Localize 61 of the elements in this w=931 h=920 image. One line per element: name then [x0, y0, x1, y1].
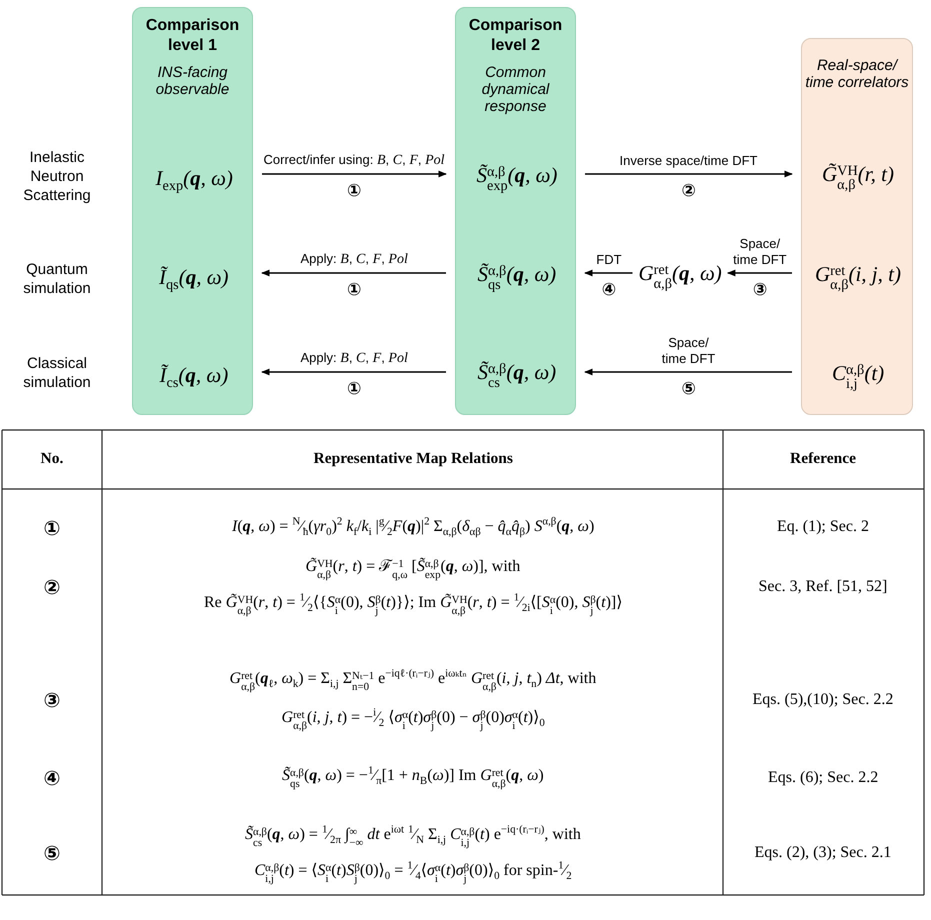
step-number: ①: [44, 517, 60, 539]
reference-text: Eq. (1); Sec. 2: [777, 518, 869, 536]
equation: S̃$^{α,β}$$_{qs}$(q, ω) = −$^{1}$⁄$_{π}$[1 + n$_{B}$(ω)] Im G$^{ret}$$_{α,β}$(q, ω): [282, 766, 544, 790]
edge-label: Inverse space/time DFT: [620, 153, 758, 169]
column-header: Reference: [790, 450, 856, 468]
arrow: [584, 368, 792, 376]
arrow: [261, 270, 446, 276]
step-number: ②: [682, 182, 696, 200]
step-number: ④: [602, 280, 616, 300]
arrow: [262, 170, 447, 178]
math-expression: C$^{α,β}$$_{i,j}$(t): [832, 360, 884, 392]
row-label: Inelastic Neutron Scattering: [22, 148, 92, 204]
math-expression: S̃$^{α,β}$$_{cs}$(q, ω): [478, 360, 556, 391]
step-number: ⑤: [44, 842, 60, 864]
edge-label: Correct/infer using: B, C, F, Pol: [264, 152, 445, 169]
column-subtitle: INS-facing observable: [154, 64, 230, 98]
row-label: Quantum simulation: [22, 260, 92, 298]
step-number: ④: [44, 767, 60, 789]
column-panel: [455, 7, 576, 415]
step-number: ③: [752, 280, 768, 300]
column-subtitle: Real-space/ time correlators: [805, 57, 909, 91]
equation: Re G̃$^{VH}$$_{α,β}$(r, t) = $^{1}$⁄$_{2}$⟨{S$^{α}$$_{i}$(0), S$^{β}$$_{j}$(t)}⟩; Im G̃$^{VH}$$_{α,β}$(r, t) = $^{1}$⁄$_{2i}$⟨[S$^{α}$$_{i}$(0), S$^{β}$$_{j}$(t)]⟩: [204, 593, 622, 617]
edge-label: Apply: B, C, F, Pol: [300, 251, 408, 268]
step-number: ⑤: [682, 380, 696, 398]
arrow: [584, 270, 632, 276]
math-expression: Ĩ$_{cs}$(q, ω): [160, 363, 228, 387]
edge-label: Apply: B, C, F, Pol: [300, 350, 408, 367]
equation: C$^{α,β}$$_{i,j}$(t) = ⟨S$^{α}$$_{i}$(t)S$^{β}$$_{j}$(0)⟩$_{0}$ = $^{1}$⁄$_{4}$⟨σ$^{α}$$_{i}$(t)σ$^{β}$$_{j}$(0)⟩$_{0}$ for spin-$^{1}$⁄$_{2}$: [254, 861, 572, 885]
row-label: Classical simulation: [22, 354, 92, 392]
reference-text: Eqs. (5),(10); Sec. 2.2: [752, 691, 894, 709]
equation: S̃$^{α,β}$$_{cs}$(q, ω) = $^{1}$⁄$_{2π}$ ∫$^{∞}$$_{−∞}$ dt e$^{iωt}$ $^{1}$⁄$_{N}$ Σ$_{i,j}$ C$^{α,β}$$_{i,j}$(t) e$^{−iq·(rᵢ−rⱼ)}$, with: [245, 825, 581, 849]
column-heading: Comparison level 2: [468, 16, 564, 56]
step-number: ①: [347, 280, 362, 300]
column-header: Representative Map Relations: [314, 450, 513, 468]
edge-label: FDT: [596, 252, 622, 268]
arrow: [726, 270, 792, 276]
step-number: ①: [347, 182, 362, 200]
step-number: ③: [44, 689, 60, 711]
reference-text: Eqs. (6); Sec. 2.2: [768, 769, 878, 787]
column-panel: [801, 38, 913, 415]
math-expression: G$^{ret}$$_{α,β}$(q, ω): [638, 260, 722, 292]
equation: G̃$^{VH}$$_{α,β}$(r, t) = ℱ$^{−1}$$_{q,ω}$ [S̃$^{α,β}$$_{exp}$(q, ω)], with: [306, 557, 520, 581]
equation: G$^{ret}$$_{α,β}$(q$_{ℓ}$, ω$_{k}$) = Σ$_{i,j}$ Σ$^{Nₜ−1}$$_{n=0}$ e$^{−iqℓ·(rᵢ−rⱼ)}$ e$^{iωₖtₙ}$ G$^{ret}$$_{α,β}$(i, j, t$_{n}$) Δt, with: [230, 669, 596, 693]
math-expression: G$^{ret}$$_{α,β}$(i, j, t): [815, 262, 901, 293]
equation: G$^{ret}$$_{α,β}$(i, j, t) = −$^{i}$⁄$_{2}$ ⟨σ$^{α}$$_{i}$(t)σ$^{β}$$_{j}$(0) − σ$^{β}$$_{j}$(0)σ$^{α}$$_{i}$(t)⟩$_{0}$: [282, 708, 545, 732]
reference-text: Eqs. (2), (3); Sec. 2.1: [754, 844, 892, 862]
math-expression: S̃$^{α,β}$$_{exp}$(q, ω): [476, 162, 558, 194]
math-expression: S̃$^{α,β}$$_{qs}$(q, ω): [478, 262, 556, 293]
step-number: ②: [44, 576, 60, 598]
column-subtitle: Common dynamical response: [480, 64, 550, 115]
arrow: [585, 170, 793, 178]
math-expression: G̃$^{VH}$$_{α,β}$(r, t): [822, 162, 894, 193]
edge-label: Space/ time DFT: [660, 335, 716, 367]
equation: I(q, ω) = $^{N}$⁄$_{ħ}$(γr$_{0}$)$^{2}$ k$_{f}$/k$_{i}$ |$^{g}$⁄$_{2}$F(q)|$^{2}$ Σ$_{α,β}$(δ$_{αβ}$ − q̂$_{α}$q̂$_{β}$) S$^{α,β}$(q, ω): [232, 517, 594, 537]
arrow: [261, 368, 446, 376]
column-header: No.: [40, 450, 64, 468]
column-heading: Comparison level 1: [144, 16, 240, 56]
step-number: ①: [347, 380, 362, 398]
column-panel: [132, 7, 253, 415]
reference-text: Sec. 3, Ref. [51, 52]: [758, 578, 888, 596]
edge-label: Space/ time DFT: [732, 236, 788, 268]
